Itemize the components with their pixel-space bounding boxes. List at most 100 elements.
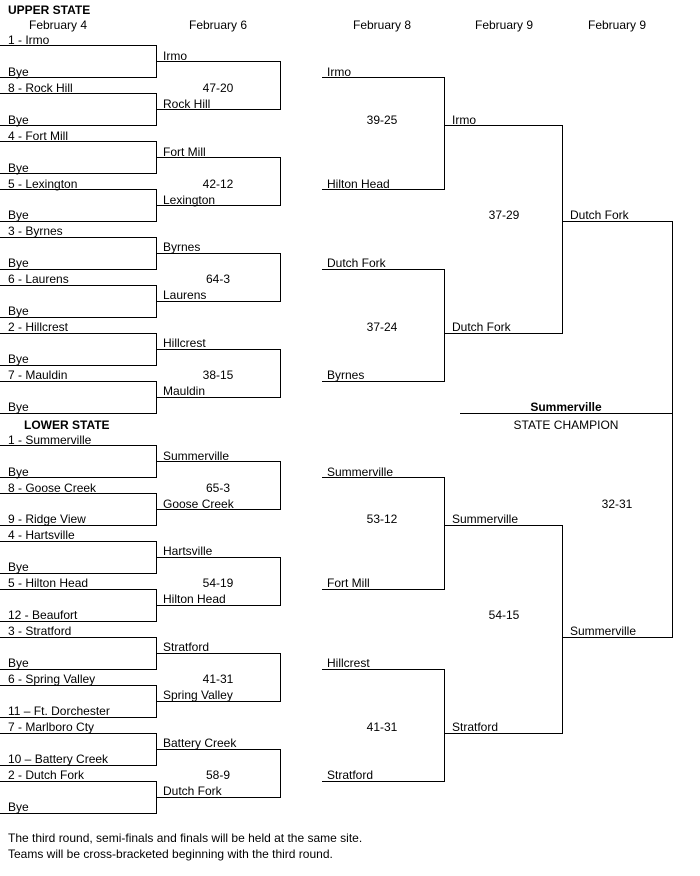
r2-lower-score: 54-19 <box>202 576 234 590</box>
r3-lower-team: Summerville <box>327 465 394 479</box>
r2-lower-team: Goose Creek <box>163 497 234 511</box>
semifinal-upper-team: Dutch Fork <box>452 320 511 334</box>
date-round3: February 8 <box>352 18 412 32</box>
r1-connector <box>0 333 157 366</box>
date-round2: February 6 <box>188 18 248 32</box>
r1-lower-team: 5 - Hilton Head <box>8 576 89 590</box>
semifinal-upper-team: Irmo <box>452 113 476 127</box>
r1-connector <box>0 541 157 574</box>
r1-lower-team: Bye <box>8 800 29 814</box>
upper-state-heading: UPPER STATE <box>8 3 91 17</box>
r1-upper-team: 2 - Hillcrest <box>8 320 69 334</box>
r2-connector <box>156 349 281 398</box>
lower-state-heading: LOWER STATE <box>24 418 110 432</box>
r3-upper-score: 37-24 <box>366 320 398 334</box>
r3-lower-team: Fort Mill <box>327 576 370 590</box>
r2-connector <box>156 557 281 606</box>
r1-lower-team: Bye <box>8 656 29 670</box>
r1-connector <box>0 733 157 766</box>
r1-upper-team: 7 - Mauldin <box>8 368 68 382</box>
r1-lower-team: 2 - Dutch Fork <box>8 768 85 782</box>
r1-connector <box>0 637 157 670</box>
footnote: Teams will be cross-bracketed beginning … <box>8 847 333 861</box>
r1-lower-team: 8 - Goose Creek <box>8 481 97 495</box>
r2-lower-team: Spring Valley <box>163 688 233 702</box>
semifinal-lower-team: Stratford <box>452 720 499 734</box>
r3-upper-team: Hilton Head <box>327 177 390 191</box>
r2-upper-team: Irmo <box>163 49 187 63</box>
r1-connector <box>0 685 157 718</box>
r2-lower-score: 58-9 <box>205 768 231 782</box>
r1-connector <box>0 781 157 814</box>
r1-lower-team: Bye <box>8 560 29 574</box>
r2-lower-team: Dutch Fork <box>163 784 222 798</box>
r1-lower-team: 9 - Ridge View <box>8 512 86 526</box>
r3-upper-team: Byrnes <box>327 368 365 382</box>
r1-upper-team: 6 - Laurens <box>8 272 69 286</box>
date-semifinal: February 9 <box>474 18 534 32</box>
r1-upper-team: Bye <box>8 113 29 127</box>
r1-connector <box>0 493 157 526</box>
r3-lower-score: 41-31 <box>366 720 398 734</box>
semifinal-lower-team: Summerville <box>452 512 519 526</box>
r1-upper-team: Bye <box>8 161 29 175</box>
r1-connector <box>0 445 157 478</box>
r2-lower-team: Stratford <box>163 640 210 654</box>
r2-upper-team: Rock Hill <box>163 97 211 111</box>
r2-lower-score: 41-31 <box>202 672 234 686</box>
r3-lower-score: 53-12 <box>366 512 398 526</box>
r1-connector <box>0 141 157 174</box>
r2-upper-team: Lexington <box>163 193 216 207</box>
r1-lower-team: 10 – Battery Creek <box>8 752 109 766</box>
r1-upper-team: 4 - Fort Mill <box>8 129 68 143</box>
r1-connector <box>0 285 157 318</box>
r1-connector <box>0 237 157 270</box>
r1-upper-team: 3 - Byrnes <box>8 224 63 238</box>
r1-lower-team: 12 - Beaufort <box>8 608 78 622</box>
r3-connector <box>322 477 445 590</box>
r2-lower-score: 65-3 <box>205 481 231 495</box>
r2-lower-team: Hartsville <box>163 544 213 558</box>
semifinal-connector <box>444 125 563 334</box>
r3-upper-team: Irmo <box>327 65 351 79</box>
r1-upper-team: Bye <box>8 352 29 366</box>
r2-connector <box>156 157 281 206</box>
r1-upper-team: 8 - Rock Hill <box>8 81 73 95</box>
semifinal-lower-score: 54-15 <box>488 608 520 622</box>
r1-connector <box>0 93 157 126</box>
r2-upper-score: 42-12 <box>202 177 234 191</box>
r3-lower-team: Stratford <box>327 768 374 782</box>
final-team-lower: Summerville <box>570 624 637 638</box>
r1-lower-team: 1 - Summerville <box>8 433 92 447</box>
r2-connector <box>156 253 281 302</box>
r1-upper-team: Bye <box>8 208 29 222</box>
champion-name: Summerville <box>530 400 602 414</box>
r1-upper-team: Bye <box>8 256 29 270</box>
r2-upper-score: 64-3 <box>205 272 231 286</box>
r1-upper-team: Bye <box>8 400 29 414</box>
r2-upper-team: Fort Mill <box>163 145 206 159</box>
r2-upper-team: Hillcrest <box>163 336 206 350</box>
r1-lower-team: 3 - Stratford <box>8 624 72 638</box>
r1-connector <box>0 189 157 222</box>
r2-connector <box>156 749 281 798</box>
r3-lower-team: Hillcrest <box>327 656 370 670</box>
r3-connector <box>322 669 445 782</box>
footnote: The third round, semi-finals and finals … <box>8 831 363 845</box>
r2-connector <box>156 653 281 702</box>
r1-connector <box>0 381 157 414</box>
r3-upper-team: Dutch Fork <box>327 256 386 270</box>
r2-connector <box>156 461 281 510</box>
r1-lower-team: 11 – Ft. Dorchester <box>8 704 110 718</box>
r2-connector <box>156 61 281 110</box>
r1-lower-team: 7 - Marlboro Cty <box>8 720 95 734</box>
r1-lower-team: Bye <box>8 465 29 479</box>
r2-upper-team: Byrnes <box>163 240 201 254</box>
r2-lower-team: Hilton Head <box>163 592 226 606</box>
r2-upper-team: Mauldin <box>163 384 206 398</box>
r2-upper-team: Laurens <box>163 288 207 302</box>
final-score: 32-31 <box>601 497 633 511</box>
date-final: February 9 <box>587 18 647 32</box>
final-team-upper: Dutch Fork <box>570 208 629 222</box>
r1-upper-team: Bye <box>8 65 29 79</box>
